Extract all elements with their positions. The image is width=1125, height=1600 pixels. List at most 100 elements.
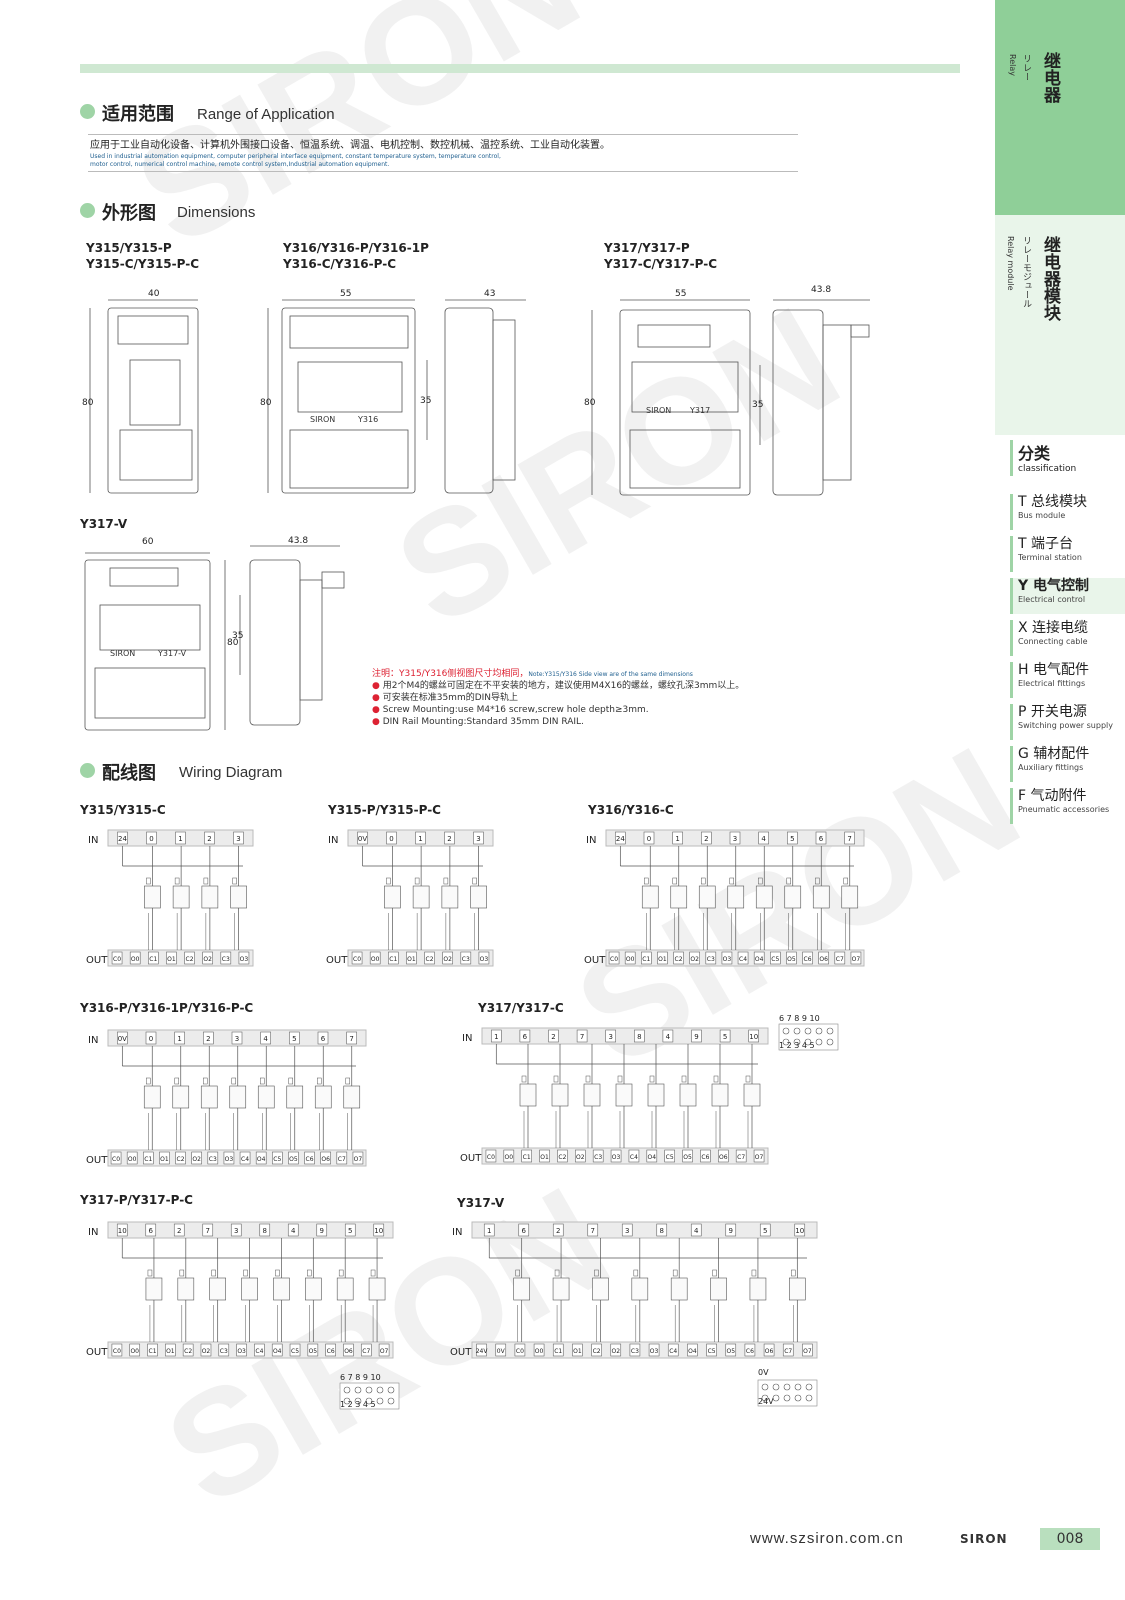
output-terminal-label: C2 [177,1156,185,1163]
output-terminal-label: O4 [257,1156,266,1163]
output-terminal [202,951,213,965]
dim-width: 55 [675,289,686,299]
output-terminal [591,1343,602,1357]
led-symbol [307,1269,312,1277]
led-symbol [174,877,180,885]
relay-symbol [743,1083,761,1107]
relay-symbol [384,885,401,909]
input-terminal-label: 10 [795,1227,804,1235]
led-symbol [633,1269,639,1277]
input-terminal [289,1031,300,1045]
connector-pin [354,1386,362,1394]
input-terminal-label: 8 [263,1227,267,1235]
sidebar-category-relay[interactable] [995,0,1125,215]
input-terminal [725,1223,737,1237]
input-terminal-label: 1 [675,835,679,843]
output-terminal-label: C2 [593,1348,601,1355]
input-terminal-label: 0 [149,1035,153,1043]
application-text-en: Used in industrial automation equipment,… [90,153,501,160]
connector-pin [365,1386,373,1394]
output-terminal [360,1343,372,1357]
relay-symbol [631,1277,649,1301]
dimension-drawings: 40 80 55 80 43 35 55 80 43.8 35 60 80 43… [82,285,870,731]
dim-depth: 43.8 [811,285,831,295]
brand-label: SIRON [110,649,135,658]
led-symbol [672,877,677,885]
output-terminal-label: O2 [611,1348,620,1355]
output-terminal-label: C1 [642,956,650,963]
output-terminal-label: C1 [523,1154,531,1161]
input-terminal [548,1029,559,1043]
output-terminal-label: O3 [237,1348,246,1355]
output-terminal-strip [347,949,494,967]
connector-pin [365,1397,373,1405]
output-terminal-label: C4 [669,1348,677,1355]
output-terminal-strip [107,949,254,967]
footer-url[interactable]: www.szsiron.com.cn [750,1530,904,1547]
output-terminal-label: C6 [746,1348,754,1355]
input-terminal [748,1029,760,1043]
input-terminal [117,831,128,845]
sidebar-title-en: Relay [1008,54,1017,76]
output-terminal-label: O7 [803,1348,812,1355]
input-terminal [444,831,455,845]
relay-symbol [670,885,688,909]
output-terminal [218,1343,230,1357]
output-terminal-label: O4 [688,1348,697,1355]
connector-pin [343,1386,351,1394]
connector-pin [343,1397,351,1405]
input-terminal [490,1029,502,1043]
sidebar-subtitle-en: Relay module [1006,236,1015,291]
connector-pin [826,1038,834,1046]
input-terminal-label: 1 [418,835,422,843]
in-label: IN [462,1033,472,1044]
input-terminal [483,1223,495,1237]
led-symbol [174,1077,179,1085]
relay-symbol [519,1083,537,1107]
output-terminal-label: C5 [273,1156,281,1163]
output-terminal [111,951,123,965]
input-terminal [415,831,426,845]
output-terminal-label: O2 [192,1156,201,1163]
input-terminal-label: 3 [625,1227,629,1235]
output-terminal [648,1343,660,1357]
output-terminal [782,1343,794,1357]
input-terminal-label: 8 [660,1227,664,1235]
input-terminal-label: 7 [847,835,851,843]
output-terminal [343,1343,354,1357]
led-symbol [515,1269,520,1277]
led-symbol [260,1077,265,1085]
output-terminal-label: C3 [631,1348,639,1355]
output-terminal [352,1151,364,1165]
output-terminal [667,1343,679,1357]
output-terminal [503,1149,515,1163]
output-terminal-label: O5 [289,1156,298,1163]
output-terminal [166,951,177,965]
output-terminal [753,951,765,965]
input-terminal-label: 7 [349,1035,353,1043]
output-terminal-label: C0 [610,956,618,963]
input-terminal-label: 5 [763,1227,767,1235]
relay-symbol [551,1083,569,1107]
output-terminal [657,951,668,965]
led-symbol [594,1269,599,1277]
output-terminal [207,1151,219,1165]
section-title-dimensions: 外形图 [102,203,156,224]
output-terminal-label: O5 [726,1348,735,1355]
sidebar-category-relay-module[interactable] [995,215,1125,435]
input-terminal-label: 0 [389,835,393,843]
section-subtitle-dimensions: Dimensions [177,204,256,221]
relay-symbol [241,1277,258,1301]
input-terminal-label: 6 [819,835,824,843]
output-terminal [608,951,620,965]
dim-width: 60 [142,537,154,547]
input-terminal-label: 10 [374,1227,383,1235]
